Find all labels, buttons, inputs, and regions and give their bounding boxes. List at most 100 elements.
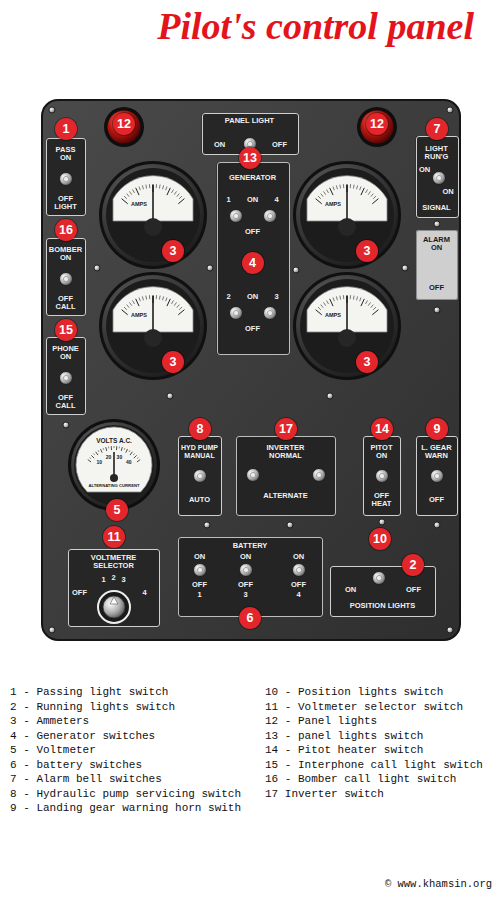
- gauge-tick: [139, 297, 140, 301]
- callout-number: 1: [55, 118, 77, 140]
- gauge-tick: [111, 446, 112, 450]
- gauge-tick: [327, 300, 329, 303]
- gauge-bezel: [102, 275, 204, 377]
- gauge-tick: [177, 194, 180, 197]
- panel-screw: [434, 522, 440, 528]
- panel-screw: [49, 627, 55, 633]
- gauge-tick: [336, 296, 337, 300]
- gauge-tick: [145, 185, 147, 189]
- callout-number: 2: [402, 554, 424, 576]
- gauge-tick: [129, 191, 131, 194]
- gauge-tick: [127, 194, 130, 197]
- gauge-tick: [371, 305, 374, 308]
- gauge-tick: [318, 196, 321, 199]
- gauge-tick: [133, 300, 135, 303]
- toggle-switch: [240, 564, 253, 577]
- gauge-tick: [178, 310, 184, 315]
- gauge-bezel: [99, 161, 207, 269]
- toggle-switch: [247, 469, 260, 482]
- gauge-bezel: [300, 168, 394, 262]
- gauge-tick: [145, 296, 147, 300]
- gauge-tick: [330, 299, 333, 306]
- switch-plate: L. GEAR WARNOFF: [416, 436, 458, 516]
- switch-box: INVERTER NORMALALTERNATE: [236, 436, 336, 516]
- gauge-tick: [136, 188, 139, 195]
- artwork-group: [42, 100, 460, 640]
- plate-fill: [416, 436, 458, 516]
- gauge-tick: [357, 296, 358, 300]
- gauge-tick: [178, 199, 184, 204]
- toggle-lever: [250, 472, 255, 477]
- gauge-tick: [114, 446, 115, 448]
- gauge-pivot: [144, 329, 162, 347]
- switch-plate: HYD PUMP MANUALAUTO: [178, 436, 222, 516]
- gauge-tick: [172, 300, 174, 303]
- toggle-lever: [247, 141, 252, 146]
- callout-number: 7: [426, 118, 448, 140]
- gauge-tick: [166, 186, 167, 190]
- toggle-switch: [376, 470, 389, 483]
- panel-light-knob-rim: [104, 107, 144, 147]
- toggle-switch: [264, 210, 277, 223]
- selector-pointer: [110, 597, 118, 604]
- callout-number: 12: [366, 113, 388, 135]
- switch-plate: BOMBER ONOFF CALL: [46, 238, 86, 316]
- gauge-tick: [318, 307, 321, 310]
- callout-number: 15: [55, 319, 77, 341]
- panel-screw: [327, 393, 333, 399]
- gauge-tick: [91, 455, 94, 458]
- panel-screw: [379, 519, 385, 525]
- gauge-bezel: [74, 425, 154, 505]
- gauge-tick: [327, 189, 329, 192]
- toggle-lever: [436, 175, 441, 180]
- gauge-bezel: [71, 422, 157, 508]
- gauge-bezel: [106, 279, 200, 373]
- gauge-tick: [159, 296, 161, 300]
- gauge-tick: [134, 455, 137, 458]
- toggle-lever: [379, 473, 384, 478]
- gauge-tick: [343, 184, 344, 188]
- gauge-tick: [121, 447, 122, 451]
- gauge-tick: [333, 186, 334, 190]
- gauge-tick: [321, 194, 324, 197]
- toggle-lever: [197, 567, 202, 572]
- gauge-tick: [316, 199, 322, 204]
- toggle-switch: [293, 564, 306, 577]
- gauge-tick: [124, 196, 127, 199]
- plate-fill: [46, 337, 86, 415]
- plate-fill: [217, 162, 290, 355]
- callout-number: 3: [356, 351, 378, 373]
- toggle-lever: [316, 472, 321, 477]
- gauge-tick: [137, 460, 140, 462]
- panel-screw: [49, 107, 55, 113]
- gauge-tick: [139, 186, 140, 190]
- callout-number: 3: [356, 240, 378, 262]
- gauge-bezel: [293, 161, 401, 269]
- toggle-lever: [434, 473, 439, 478]
- callout-number: 10: [369, 528, 391, 550]
- switch-box: GENERATOR1ON4OFF2ON3OFF4: [217, 162, 290, 355]
- gauge-tick: [96, 452, 98, 455]
- plate-fill: [46, 238, 86, 316]
- selector-knob: [103, 596, 125, 618]
- callout-number: 8: [189, 418, 211, 440]
- plate-fill: [68, 549, 160, 627]
- toggle-switch: [264, 307, 277, 320]
- toggle-lever: [376, 575, 381, 580]
- gauge-tick: [103, 448, 105, 450]
- gauge-tick: [360, 186, 361, 190]
- gauge-tick: [89, 457, 91, 458]
- gauge-pivot: [338, 329, 356, 347]
- gauge-tick: [350, 295, 351, 299]
- plate-fill: [178, 537, 323, 617]
- gauge-bezel: [99, 272, 207, 380]
- toggle-lever: [63, 375, 68, 380]
- gauge-tick: [129, 450, 130, 452]
- gauge-tick: [106, 447, 107, 451]
- switch-plate: PITOT ONOFF HEAT: [363, 436, 401, 516]
- gauge-tick: [357, 185, 358, 189]
- gauge-bezel: [68, 419, 160, 511]
- ammeter-gauge: AMPS3: [99, 161, 207, 269]
- switch-plate: PHONE ONOFF CALL: [46, 337, 86, 415]
- gauge-tick: [343, 295, 344, 299]
